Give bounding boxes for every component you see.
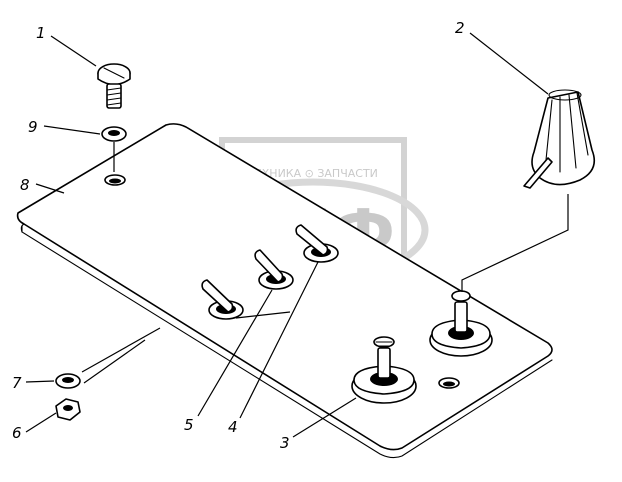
callout-3: 3 [280, 434, 290, 452]
callout-9: 9 [28, 118, 38, 136]
plate-hole [438, 377, 460, 389]
screw-hole [104, 174, 126, 186]
lock-washer [101, 126, 127, 142]
control-knob [523, 89, 596, 189]
leader-lines [25, 32, 569, 438]
watermark-top-text: ТЕХНИКА ⊙ ЗАПЧАСТИ [247, 167, 378, 180]
washer [55, 373, 81, 389]
callout-4: 4 [228, 418, 238, 436]
potentiometer-rear [429, 290, 493, 357]
callout-6: 6 [12, 424, 22, 442]
callout-2: 2 [455, 19, 465, 37]
callout-1: 1 [36, 24, 46, 42]
toggle-switch-middle [254, 249, 294, 290]
callout-8: 8 [20, 176, 30, 194]
toggle-switch-right [295, 224, 339, 263]
toggle-switch-left [201, 279, 244, 320]
callout-labels: 1 2 9 8 7 6 5 4 3 [12, 19, 465, 452]
callout-7: 7 [12, 374, 22, 392]
hex-nut [55, 398, 81, 421]
screw [97, 63, 131, 109]
callout-5: 5 [184, 416, 194, 434]
potentiometer-front [351, 336, 417, 404]
